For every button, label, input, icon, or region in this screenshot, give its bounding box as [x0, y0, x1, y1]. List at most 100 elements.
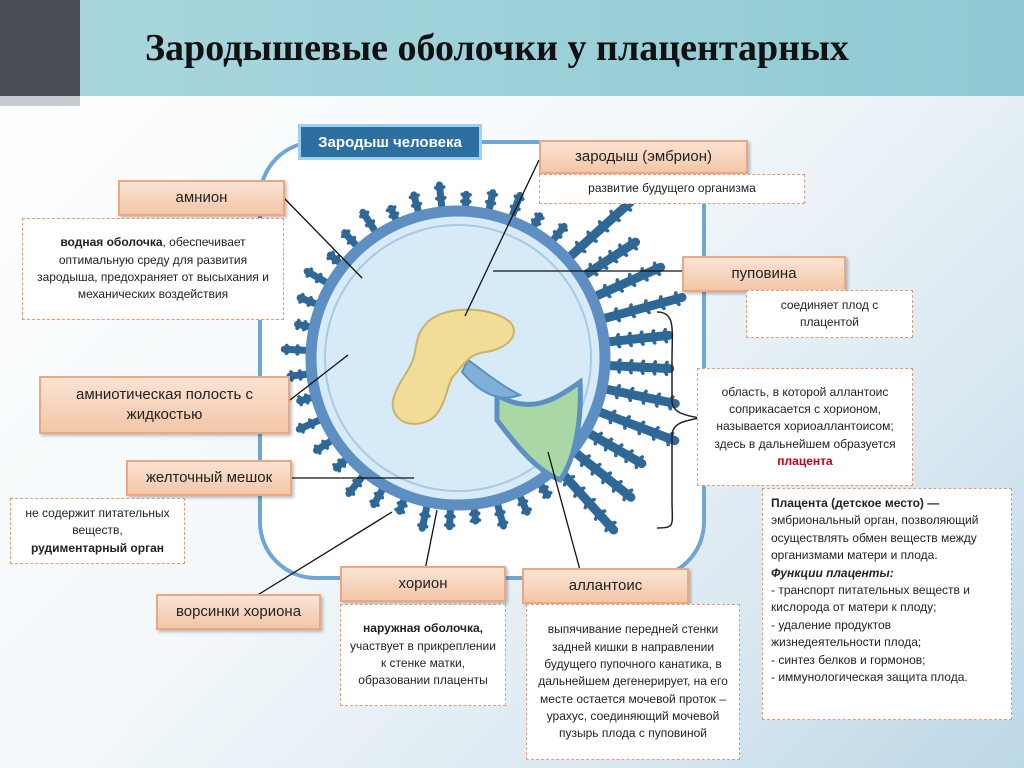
villus-branch [565, 474, 576, 481]
desc-yolk-sac-text: не содержит питательных веществ, [25, 505, 170, 538]
villus-branch [385, 208, 395, 214]
villus-branch [598, 256, 603, 267]
villus-branch [408, 195, 417, 201]
placenta-function-2: - удаление продуктов жизнедеятельности п… [771, 617, 922, 650]
label-amniotic-cavity: амниотическая полость с жидкостью [39, 376, 290, 434]
villus-branch [623, 488, 634, 495]
villus-branch [626, 358, 634, 369]
villus [580, 426, 647, 469]
villus-branch [399, 506, 406, 515]
villus-branch [301, 324, 310, 332]
villus-branch [672, 291, 678, 302]
villus-branch [618, 243, 623, 254]
villus-branch [613, 479, 623, 487]
villus-branch [448, 520, 456, 528]
villus-branch [637, 330, 644, 341]
villus-branch [653, 392, 662, 402]
villus-branch [314, 277, 323, 284]
desc-embryo: развитие будущего организма [539, 174, 805, 204]
villus-branch [552, 230, 558, 239]
villus-branch [486, 191, 494, 199]
villus-branch [513, 194, 520, 203]
villus-branch [624, 449, 634, 457]
label-allantois: аллантоис [522, 568, 689, 604]
villus [590, 405, 680, 446]
villus-branch [500, 519, 509, 525]
villus-branch [284, 347, 292, 356]
villus-branch [388, 214, 397, 220]
villus [595, 292, 687, 325]
villus-branch [473, 515, 482, 522]
villus-branch [650, 360, 658, 370]
villus-branch [634, 455, 645, 463]
villus-branch [574, 240, 581, 251]
villus-branch [305, 272, 314, 278]
villus-branch [509, 204, 516, 213]
villus-branch [636, 420, 646, 429]
villus-branch [357, 479, 362, 488]
villus-branch [523, 506, 532, 512]
desc-chorioallantois-text: область, в которой аллантоис соприкасает… [714, 384, 896, 451]
villus-branch [627, 303, 633, 314]
desc-amnion-text: , обеспечивает оптимальную среду для раз… [37, 235, 269, 302]
villus-branch [597, 220, 604, 231]
villus-branch [596, 509, 607, 515]
villus-branch [433, 186, 442, 193]
villus-branch [626, 386, 635, 396]
desc-amnion: водная оболочка, обеспечивает оптимальну… [22, 218, 284, 320]
label-chorion: хорион [340, 566, 506, 602]
desc-amnion-bold: водная оболочка [60, 235, 163, 250]
villus-branch [530, 218, 537, 227]
allantois-shape [494, 377, 583, 484]
placenta-title: Плацента (детское место) — [771, 496, 940, 510]
villus [600, 360, 675, 374]
villus-branch [586, 230, 592, 241]
placenta-function-3: - синтез белков и гормонов; [771, 652, 926, 667]
villus-branch [374, 498, 380, 508]
villus-branch [401, 499, 408, 508]
placenta-info-box: Плацента (детское место) — эмбриональный… [762, 488, 1012, 720]
amnion-membrane [324, 224, 592, 492]
villus [599, 330, 674, 347]
villus-branch [497, 508, 506, 514]
villus-branch [305, 396, 312, 405]
villus-branch [298, 372, 305, 381]
villus-branch [651, 426, 660, 435]
villus-branch [290, 373, 297, 382]
villus-branch [588, 262, 593, 273]
desc-chorion: наружная оболочка, участвует в прикрепле… [340, 604, 506, 706]
villus-branch [575, 486, 586, 492]
villus-branch [378, 491, 385, 500]
desc-chorioallantois-red: плацента [777, 454, 833, 469]
villus-branch [606, 520, 617, 527]
villus-branch [613, 384, 622, 393]
villus-branch [657, 295, 663, 306]
desc-yolk-sac: не содержит питательных веществ, рудимен… [10, 498, 185, 564]
desc-allantois: выпячивание передней стенки задней кишки… [526, 604, 740, 760]
label-umbilical: пуповина [682, 256, 846, 292]
villus-branch [472, 509, 481, 516]
villus-branch [410, 204, 420, 210]
villus-branch [628, 236, 633, 248]
villus-branch [608, 409, 617, 418]
villus [576, 237, 641, 283]
embryo-shape [391, 308, 515, 425]
villus-branch [484, 200, 492, 208]
villus-branch [331, 259, 340, 265]
villus-branch [460, 199, 468, 207]
villus-branch [613, 307, 618, 318]
villus-branch [534, 212, 540, 221]
villus-branch [642, 299, 648, 310]
villus-branch [602, 471, 613, 478]
villus-branch [301, 425, 306, 434]
placenta-function-1: - транспорт питательных веществ и кислор… [771, 582, 970, 615]
desc-chorion-text: участвует в прикреплении к стенке матки,… [350, 638, 496, 688]
villus-branch [435, 196, 443, 203]
villus [597, 383, 680, 409]
chorion-villi [280, 181, 687, 535]
desc-chorion-bold: наружная оболочка, [363, 621, 483, 636]
villus [587, 262, 666, 303]
desc-umbilical: соединяет плод с плацентой [746, 290, 913, 338]
header-bar [80, 0, 1024, 96]
